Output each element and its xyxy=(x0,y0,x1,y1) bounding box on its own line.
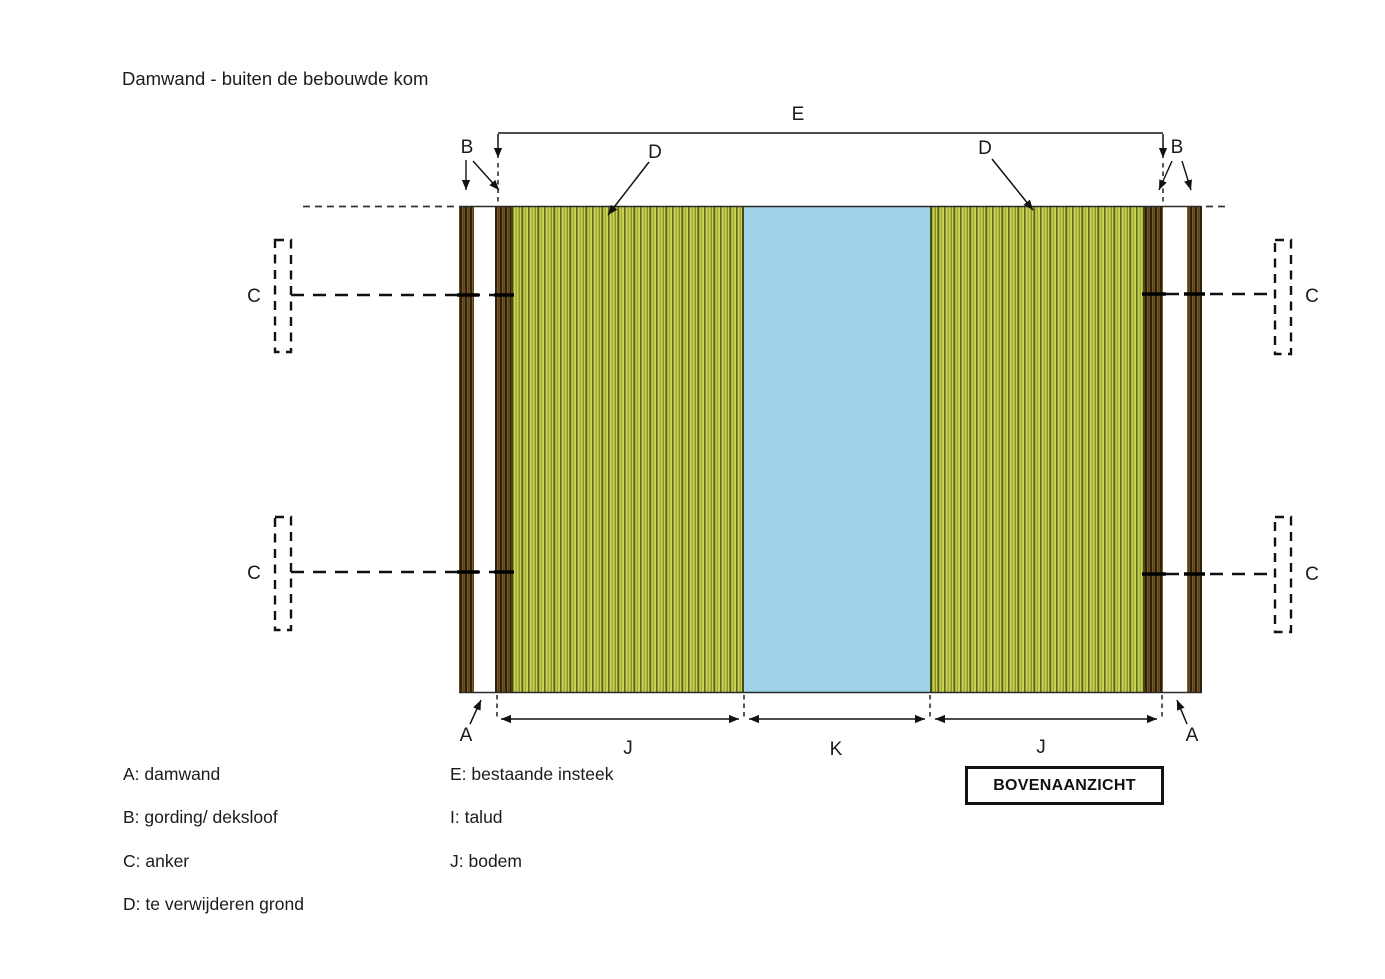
wall-band-left-outer xyxy=(459,207,474,692)
callout-d-right: D xyxy=(978,138,1034,211)
label-j-right: J xyxy=(1036,737,1046,758)
legend-item-i: I: talud xyxy=(450,807,503,827)
anchor-symbol xyxy=(1273,515,1293,634)
anchor-symbol xyxy=(273,515,293,632)
wall-band-right-outer xyxy=(1187,207,1202,692)
soil-edge xyxy=(1143,207,1145,692)
label-a-left: A xyxy=(460,725,473,746)
label-c-upper-right: C xyxy=(1305,286,1319,307)
anchor-upper-right: C xyxy=(1142,238,1319,356)
dimension-e: E xyxy=(493,104,1168,203)
soil-edge xyxy=(511,207,513,692)
cross-section-bands xyxy=(459,205,1202,694)
label-b-right: B xyxy=(1171,137,1184,158)
anchor-lower-left: C xyxy=(247,515,514,632)
legend-item-e: E: bestaande insteek xyxy=(450,764,614,784)
anchor-lower-right: C xyxy=(1142,515,1319,634)
wall-band-left-inner xyxy=(495,207,511,692)
label-b-left: B xyxy=(461,137,474,158)
legend-item-j: J: bodem xyxy=(450,851,522,871)
view-label-box: BOVENAANZICHT xyxy=(965,766,1164,805)
view-label: BOVENAANZICHT xyxy=(993,776,1136,794)
soil-band-left xyxy=(511,207,744,692)
anchor-upper-left: C xyxy=(247,238,514,354)
callout-d-left: D xyxy=(607,142,662,216)
legend-item-d: D: te verwijderen grond xyxy=(123,894,304,914)
anchor-symbol xyxy=(1273,238,1293,356)
wall-band-right-inner xyxy=(1145,207,1163,692)
label-d-left: D xyxy=(648,142,662,163)
label-e: E xyxy=(792,104,805,125)
label-d-right: D xyxy=(978,138,992,159)
legend-item-c: C: anker xyxy=(123,851,190,871)
legend-item-a: A: damwand xyxy=(123,764,221,784)
soil-edge xyxy=(742,207,744,692)
page-title: Damwand - buiten de bebouwde kom xyxy=(122,68,429,89)
soil-edge xyxy=(930,207,932,692)
water-band xyxy=(744,207,930,692)
label-a-right: A xyxy=(1186,725,1199,746)
label-c-lower-left: C xyxy=(247,563,261,584)
label-c-upper-left: C xyxy=(247,286,261,307)
soil-band-right xyxy=(930,207,1145,692)
dimension-j-right: J xyxy=(935,714,1157,758)
callout-b-left: B xyxy=(461,137,500,191)
anchor-symbol xyxy=(273,238,293,354)
callout-a-right: A xyxy=(1176,699,1199,746)
label-c-lower-right: C xyxy=(1305,564,1319,585)
callout-b-right: B xyxy=(1158,137,1192,191)
dimension-k: K xyxy=(749,714,925,760)
label-k: K xyxy=(830,739,843,760)
dimension-j-left: J xyxy=(501,714,739,759)
callout-a-left: A xyxy=(460,699,482,746)
legend-item-b: B: gording/ deksloof xyxy=(123,807,278,827)
bottom-extension-lines xyxy=(496,695,1163,717)
label-j-left: J xyxy=(623,738,633,759)
